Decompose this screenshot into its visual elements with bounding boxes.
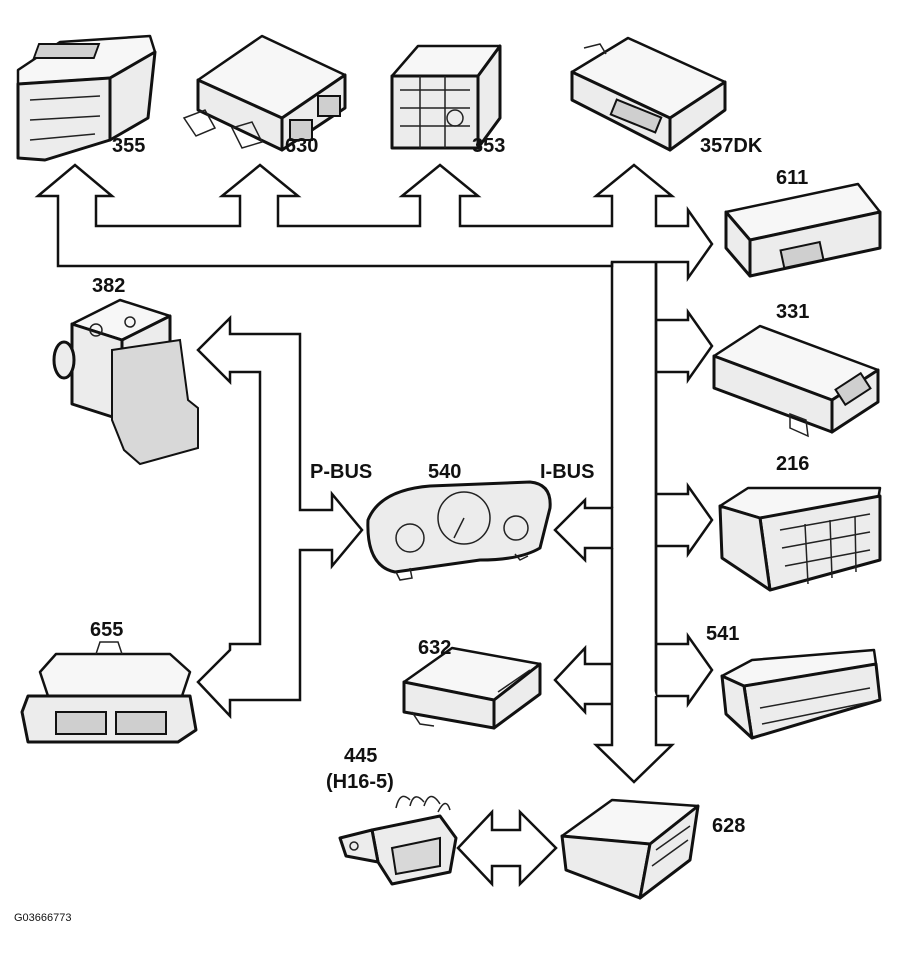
- label-445-sub: (H16-5): [326, 771, 394, 793]
- label-382: 382: [92, 275, 125, 297]
- label-540: 540: [428, 461, 461, 483]
- bus-arrow-445-628: [456, 808, 558, 888]
- label-630: 630: [285, 135, 318, 157]
- label-541: 541: [706, 623, 739, 645]
- label-357dk: 357DK: [700, 135, 763, 157]
- module-331[interactable]: [712, 324, 880, 438]
- module-382[interactable]: [52, 298, 199, 466]
- label-655: 655: [90, 619, 123, 641]
- bus-arrow-540-ibus: [553, 496, 614, 564]
- label-355: 355: [112, 135, 145, 157]
- label-445: 445: [344, 745, 377, 767]
- label-632: 632: [418, 637, 451, 659]
- module-541[interactable]: [720, 648, 882, 740]
- bus-arrow-628: [592, 548, 676, 784]
- i-bus-label: I-BUS: [540, 461, 594, 483]
- bus-arrow-382-655: [196, 314, 364, 720]
- module-611[interactable]: [724, 182, 882, 278]
- module-655[interactable]: [20, 641, 198, 744]
- module-353[interactable]: [390, 44, 502, 150]
- p-bus-label: P-BUS: [310, 461, 372, 483]
- module-628[interactable]: [560, 798, 700, 900]
- module-445[interactable]: [338, 795, 458, 886]
- bus-arrow-632: [553, 644, 614, 716]
- module-632[interactable]: [402, 646, 542, 730]
- module-540[interactable]: [366, 480, 552, 581]
- label-331: 331: [776, 301, 809, 323]
- p-bus-lines: [196, 314, 364, 720]
- module-630[interactable]: [182, 34, 347, 152]
- label-216: 216: [776, 453, 809, 475]
- module-357dk[interactable]: [570, 36, 727, 152]
- label-628: 628: [712, 815, 745, 837]
- label-353: 353: [472, 135, 505, 157]
- module-216[interactable]: [718, 486, 882, 592]
- label-611: 611: [776, 167, 808, 189]
- figure-code: G03666773: [14, 912, 72, 924]
- i-bus-lines: [34, 163, 714, 784]
- module-355[interactable]: [16, 34, 157, 162]
